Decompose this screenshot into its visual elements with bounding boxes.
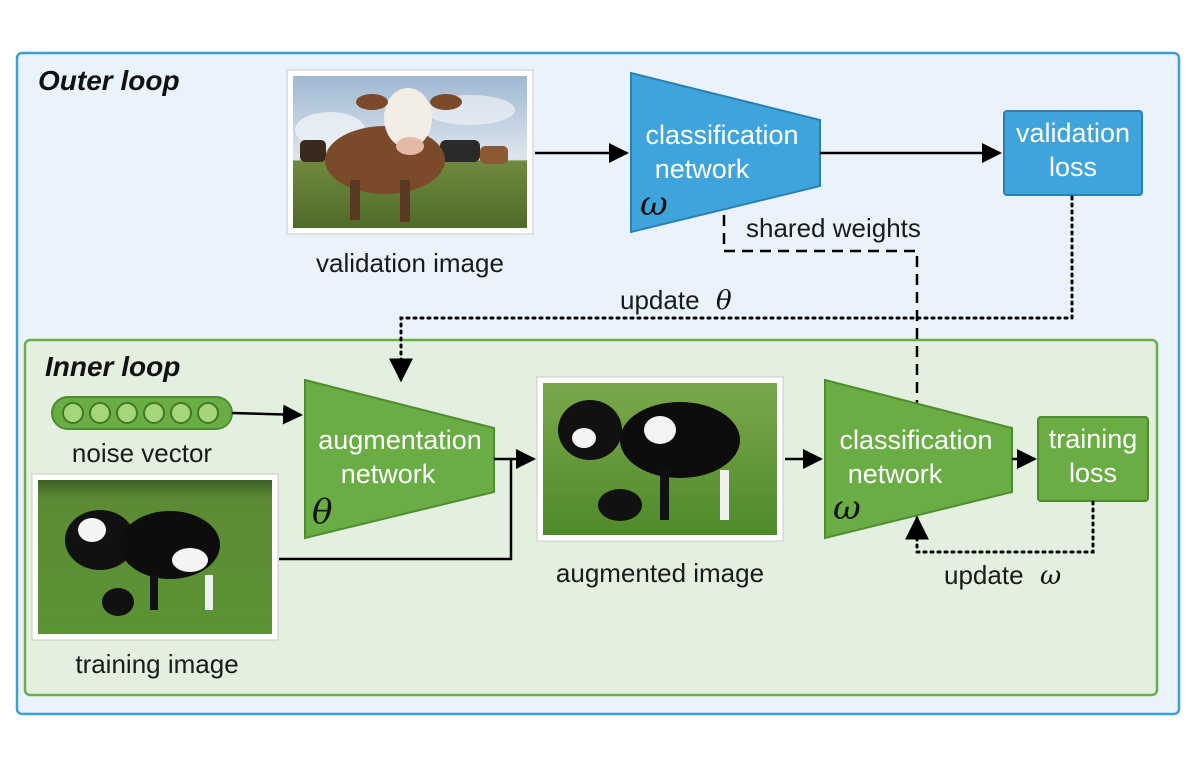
- omega-param-inner: ω: [833, 488, 861, 528]
- update-theta-path: [389, 195, 1074, 383]
- svg-text:loss: loss: [1049, 152, 1097, 182]
- augmented-image-label: augmented image: [556, 558, 764, 588]
- svg-text:classification: classification: [645, 120, 798, 150]
- omega-param-outer: ω: [640, 184, 668, 224]
- svg-text:network: network: [848, 459, 943, 489]
- outer-classification-network: classification network ω: [630, 71, 821, 234]
- noise-vector-label: noise vector: [72, 438, 213, 468]
- validation-image-label: validation image: [316, 248, 504, 278]
- training-image-label: training image: [75, 649, 238, 679]
- shared-weights-link: [722, 215, 919, 408]
- inner-loop-title: Inner loop: [45, 351, 180, 382]
- training-image-connector: [279, 459, 513, 561]
- omega-symbol: ω: [1040, 561, 1061, 591]
- training-loss-box: training loss: [1037, 416, 1149, 502]
- training-image: [31, 473, 279, 641]
- arrow-noise-to-augmentation: [231, 404, 303, 425]
- svg-text:loss: loss: [1069, 458, 1117, 488]
- augmentation-network: augmentation network θ: [304, 378, 495, 540]
- outer-loop-title: Outer loop: [38, 65, 180, 96]
- theta-symbol: θ: [716, 286, 732, 316]
- augmented-image: [536, 376, 784, 542]
- svg-text:training: training: [1049, 424, 1138, 454]
- svg-text:network: network: [655, 154, 750, 184]
- svg-text:classification: classification: [839, 425, 992, 455]
- update-omega-label: update: [944, 560, 1024, 590]
- validation-image: [286, 69, 534, 235]
- shared-weights-label: shared weights: [746, 213, 921, 243]
- theta-param: θ: [312, 492, 332, 532]
- noise-vector: [51, 396, 233, 430]
- update-theta-label: update: [620, 285, 700, 315]
- inner-classification-network: classification network ω: [824, 378, 1013, 540]
- validation-loss-box: validation loss: [1003, 110, 1143, 196]
- svg-text:validation: validation: [1016, 118, 1130, 148]
- svg-text:network: network: [341, 459, 436, 489]
- svg-text:augmentation: augmentation: [318, 425, 482, 455]
